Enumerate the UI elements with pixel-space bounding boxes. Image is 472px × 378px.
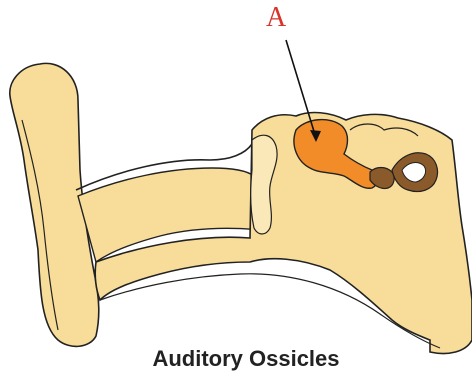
- label-a: A: [266, 2, 286, 34]
- diagram-caption: Auditory Ossicles: [130, 345, 362, 373]
